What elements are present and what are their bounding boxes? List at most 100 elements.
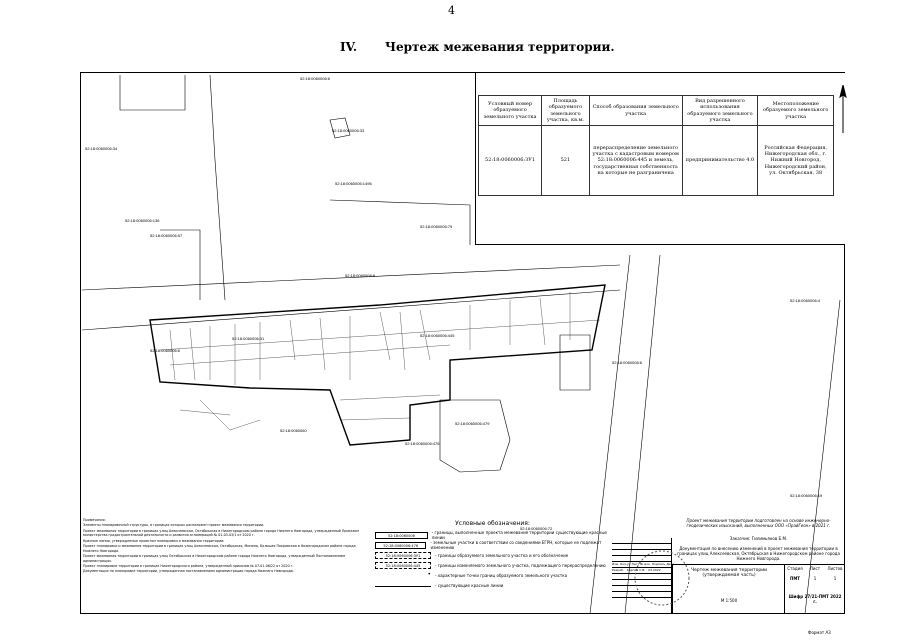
map-label: 52:18:0060006:136 (125, 218, 160, 223)
map-label: 52:18:0060006:4 (790, 298, 821, 303)
map-label: 52:18:0060006:33 (332, 128, 365, 133)
note-item: Документация по планировке территории, у… (83, 569, 294, 574)
legend-item: • - характерные точки границ образуемого … (375, 570, 610, 580)
col-label: № док. (640, 562, 651, 566)
formed-parcel-boundary (149, 284, 606, 446)
col-label: Лист (631, 562, 640, 566)
legend-item: 52:18:0060006:476- земельные участки в с… (375, 540, 610, 550)
legend-item: - существующие красные линии (375, 580, 610, 590)
col-label: Подпись (651, 562, 666, 566)
header-cell: Условный номер образуемого земельного уч… (477, 95, 543, 126)
stage-label: Стадия (787, 566, 803, 571)
map-label: 52:18:0060006:19 (790, 493, 823, 498)
col-label: Кол.уч (620, 562, 631, 566)
building (439, 399, 511, 473)
map-label: 52:18:0060006:479 (455, 421, 490, 426)
survey-detail (169, 292, 571, 385)
north-arrow-icon (839, 85, 847, 133)
format-label: Формат А3 (808, 630, 831, 635)
scale: М 1:500 (720, 598, 738, 603)
building (559, 334, 591, 391)
map-label: 52:18:0060006:31 (232, 336, 265, 341)
note-item: Проект межевания территории в границах у… (83, 528, 359, 538)
legend-item: 52:18:0060006:ЗУ1 - границы образуемого з… (375, 550, 610, 560)
map-label: 52:18:0060006:445 (420, 333, 455, 338)
legend-text: - характерные точки границ образуемого з… (435, 572, 568, 578)
parcel-boundary (160, 74, 226, 301)
note-item: Проект планировки территории в границах … (83, 563, 294, 568)
point-symbol-icon: • (427, 570, 431, 578)
road-line (81, 264, 621, 331)
legend-symbol: 52:18:0060006:ЗУ1 (375, 551, 431, 559)
legend-symbol: 52:18:0060006 (375, 531, 428, 539)
sheets-label: Листов (827, 566, 843, 571)
map-label: 52:18:0060006:6 (150, 348, 181, 353)
parcel-boundary (329, 117, 351, 139)
legend-text: - границы, выполненные проекта межевания… (431, 530, 607, 540)
notes: Примечания: Элементы планировочной струк… (83, 518, 368, 575)
customer: Заказчик: Гилимьянов Б.М. (729, 536, 788, 541)
map-label: 52:18:0060008:6 (612, 360, 643, 365)
note-item: Проект планировки и межевания территории… (83, 544, 356, 553)
col-label: Дата (666, 562, 675, 566)
legend-text: - границы образуемого земельного участка… (435, 552, 569, 558)
header-cell: Местоположение образуемого земельного уч… (757, 95, 834, 126)
table-row: 52:18:0060006:ЗУ1 521 перераспределение … (477, 125, 834, 196)
map-label: 52:18:0060006:476 (405, 441, 440, 446)
sheet-label: Лист (809, 566, 821, 571)
table-cell: предпринимательство 4.0 (681, 125, 759, 196)
section-title: Чертеж межевания территории. (385, 40, 615, 54)
table-cell: 521 (541, 125, 590, 196)
legend-text: - границы изменяемого земельного участка… (435, 562, 606, 568)
map-label: 52:18:0060008:6 (300, 76, 331, 81)
legend-text: - земельные участки в соответствии со св… (430, 540, 602, 550)
basis-text: Проект межевания территории подготовлен … (686, 518, 831, 528)
project-name: Документация по внесению изменений в про… (677, 546, 840, 561)
sheet: 1 (813, 576, 817, 581)
stage: ПМТ (789, 576, 801, 581)
survey-detail (179, 399, 261, 431)
legend-item: 52:18:0060006- границы, выполненные прое… (375, 530, 610, 540)
table-cell: 52:18:0060006:ЗУ1 (477, 125, 543, 196)
col-label: Изм. (612, 562, 620, 566)
parcel-boundary (329, 199, 471, 245)
legend-title: Условные обозначения: (455, 520, 530, 527)
date: 03.2022 (648, 568, 661, 572)
note-item: Элементы планировочной структуры, в гран… (83, 523, 265, 528)
table-cell: Российская Федерация, Нижегородская обл.… (757, 125, 834, 196)
section-numeral: IV. (340, 40, 358, 54)
parcel-table: Условный номер образуемого земельного уч… (477, 95, 834, 196)
map-label: 52:18:0060006:79 (420, 224, 453, 229)
notes-heading: Примечания: (83, 518, 106, 522)
legend: Условные обозначения: 52:18:0060006- гра… (375, 520, 610, 590)
map-label: 52:18:0060006:1496 (335, 181, 372, 186)
legend-text: - существующие красные линии (435, 582, 504, 588)
survey-detail (159, 319, 601, 421)
header-cell: Способ образования земельного участка (588, 95, 683, 126)
red-line-symbol-icon (375, 583, 431, 587)
legend-symbol: 52:18:0060006:445 (375, 561, 431, 569)
sheets: 1 (833, 576, 837, 581)
legend-symbol: 52:18:0060006:476 (375, 541, 427, 549)
parcel-boundary (119, 75, 186, 111)
map-label: 52:18:0060006:57 (150, 233, 183, 238)
author-label: Разраб. (612, 568, 624, 572)
page-number: 4 (448, 4, 455, 17)
code: Шифр 27/21-ПМТ 2022 г. (788, 594, 842, 604)
map-label: 52:18:0060006:72 (520, 526, 553, 531)
map-label: 52:18:0060008:8 (345, 273, 376, 278)
road-line (589, 254, 841, 615)
legend-item: 52:18:0060006:445 - границы изменяемого з… (375, 560, 610, 570)
header-cell: Вид разрешенного использования образуемо… (681, 95, 759, 126)
table-header-row: Условный номер образуемого земельного уч… (477, 95, 834, 126)
sheet-name: Чертеж межевания территории (утверждаема… (690, 568, 768, 578)
header-cell: Площадь образуемого земельного участка, … (541, 95, 590, 126)
page-title: IV. Чертеж межевания территории. (340, 40, 643, 54)
map-label: 52:18:0060006:34 (85, 146, 118, 151)
table-cell: перераспределение земельного участка с к… (588, 125, 683, 196)
note-item: Проект межевания территории в границах у… (83, 554, 346, 563)
map-label: 52:18:0060060 (280, 428, 307, 433)
seal-icon (634, 550, 690, 606)
